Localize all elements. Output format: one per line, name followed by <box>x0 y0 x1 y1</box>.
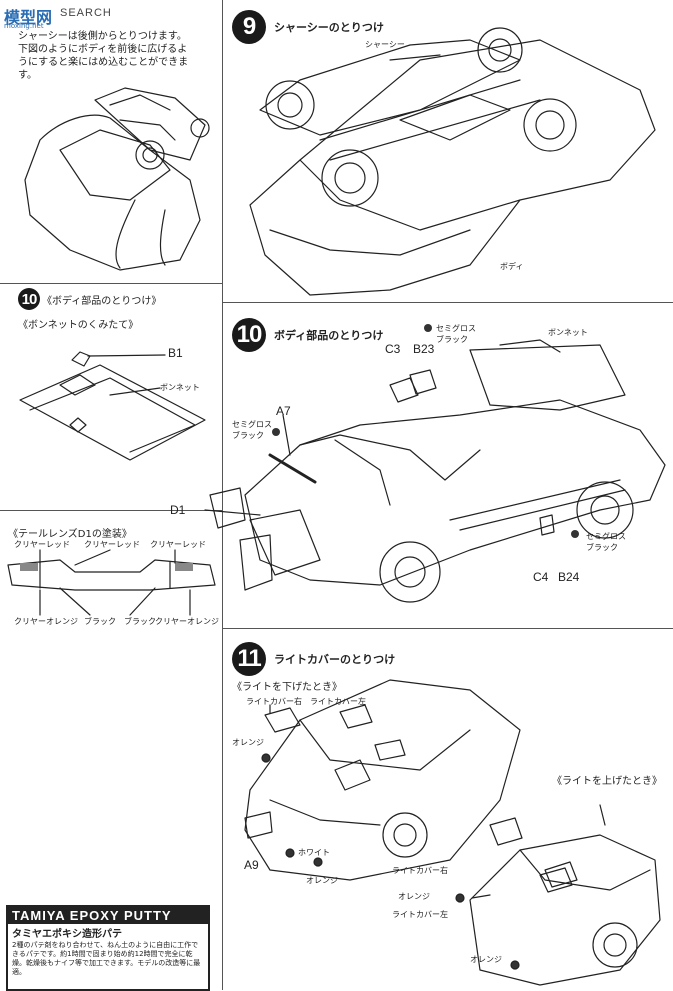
watermark-logo: 模型网 <box>4 10 53 27</box>
lights-down-subtitle: 《ライトを下げたとき》 <box>232 682 342 693</box>
lights-down-car-illustration <box>244 679 521 881</box>
watermark-search: SEARCH <box>60 7 112 19</box>
paint-semigloss-b24: セミグロス <box>586 532 626 541</box>
white-label: ホワイト <box>298 848 330 857</box>
putty-description: 2種のパテ剤をねり合わせて、ねん土のように自由に工作できるパテです。約1時間で固… <box>12 941 201 976</box>
hand-holding-car-illustration <box>24 87 210 271</box>
orange-label-down-2: オレンジ <box>306 876 338 885</box>
paint-black-b23: ブラック <box>436 335 468 344</box>
part-c3-label: C3 <box>385 342 401 356</box>
epoxy-putty-ad: TAMIYA EPOXY PUTTY タミヤエポキシ造形パテ 2種のパテ剤をねり… <box>6 905 210 991</box>
paint-black-b24: ブラック <box>586 543 618 552</box>
step10-car-illustration <box>204 339 666 603</box>
tail-lens-top-label: クリヤーレッド <box>84 540 140 549</box>
chassis-label: シャーシー <box>365 40 405 49</box>
watermark: 模型网 SEARCH moxing.net <box>0 0 170 30</box>
tail-lens-bottom-label: ブラック <box>84 617 116 626</box>
horizontal-divider-left-mid <box>0 510 222 511</box>
bonnet-assembly-subtitle: 《ボンネットのくみたて》 <box>18 320 139 331</box>
tail-lens-illustration <box>7 549 216 616</box>
step11-number: 11 <box>232 642 266 676</box>
step10-number: 10 <box>232 318 266 352</box>
putty-brand: TAMIYA EPOXY PUTTY <box>8 907 208 924</box>
bonnet-illustration <box>19 351 206 461</box>
cover-left-label-up: ライトカバー左 <box>392 910 448 919</box>
bonnet-label-small: ボンネット <box>160 383 200 392</box>
part-d1-label: D1 <box>170 503 186 517</box>
tail-lens-bottom-label: ブラック <box>124 617 156 626</box>
intro-text: シャーシーは後側からとりつけます。 下図のようにボディを前後に広げるよ うにする… <box>18 30 188 82</box>
step10-small-title: 《ボディ部品のとりつけ》 <box>42 295 162 307</box>
putty-name: タミヤエポキシ造形パテ <box>12 929 122 940</box>
part-b1-label: B1 <box>168 346 183 360</box>
intro-line: 下図のようにボディを前後に広げるよ <box>18 44 188 55</box>
horizontal-divider-right-top <box>222 302 673 303</box>
step10-title: ボディ部品のとりつけ <box>274 329 384 342</box>
step9-header: 9 シャーシーのとりつけ <box>232 10 384 44</box>
step10-small-header: 10 《ボディ部品のとりつけ》 <box>18 288 161 310</box>
tail-lens-top-label: クリヤーレッド <box>14 540 70 549</box>
intro-line: うにすると楽にはめ込むことができま <box>18 57 189 68</box>
bonnet-label-big: ボンネット <box>548 328 588 337</box>
paint-dots <box>272 324 579 538</box>
paint-semigloss-a7: セミグロス <box>232 420 272 429</box>
cover-right-label-up: ライトカバー右 <box>392 866 448 875</box>
step11-header: 11 ライトカバーのとりつけ <box>232 642 395 676</box>
cover-left-label-down: ライトカバー左 <box>310 697 366 706</box>
part-b23-label: B23 <box>413 342 435 356</box>
part-a9-label: A9 <box>244 858 259 872</box>
step10-header: 10 ボディ部品のとりつけ <box>232 318 383 352</box>
vertical-divider <box>222 0 223 990</box>
paint-black-a7: ブラック <box>232 431 264 440</box>
intro-line: す。 <box>18 70 37 81</box>
orange-label-down-1: オレンジ <box>232 738 264 747</box>
lights-up-car-illustration <box>455 804 661 986</box>
step9-chassis-car-illustration <box>249 27 656 296</box>
horizontal-divider-right-mid <box>222 628 673 629</box>
orange-label-up-1: オレンジ <box>398 892 430 901</box>
part-b24-label: B24 <box>558 570 580 584</box>
paint-semigloss-b23: セミグロス <box>436 324 476 333</box>
part-a7-label: A7 <box>276 404 291 418</box>
lights-up-subtitle: 《ライトを上げたとき》 <box>552 776 662 787</box>
step10-small-number: 10 <box>18 288 40 310</box>
intro-line: シャーシーは後側からとりつけます。 <box>18 31 187 42</box>
step9-number: 9 <box>232 10 266 44</box>
watermark-url: moxing.net <box>4 22 44 30</box>
part-c4-label: C4 <box>533 570 549 584</box>
body-label: ボディ <box>500 262 524 271</box>
tail-lens-title: 《テールレンズD1の塗装》 <box>8 529 132 540</box>
horizontal-divider-left-top <box>0 283 222 284</box>
step11-title: ライトカバーのとりつけ <box>274 653 396 666</box>
cover-right-label-down: ライトカバー右 <box>246 697 302 706</box>
tail-lens-top-label: クリヤーレッド <box>150 540 206 549</box>
tail-lens-bottom-label: クリヤーオレンジ <box>14 617 78 626</box>
tail-lens-bottom-label: クリヤーオレンジ <box>155 617 219 626</box>
orange-label-up-2: オレンジ <box>470 955 502 964</box>
step9-title: シャーシーのとりつけ <box>274 21 384 34</box>
